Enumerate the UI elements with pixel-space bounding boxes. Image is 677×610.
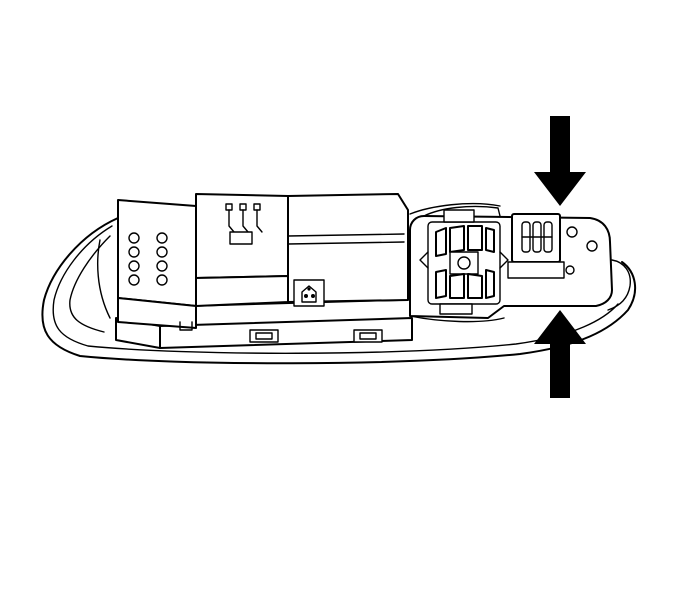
wire-leads bbox=[225, 203, 263, 245]
lock-switch-contacts bbox=[507, 213, 598, 279]
release-tab-arrow-top bbox=[534, 116, 586, 206]
indicator-holes bbox=[128, 232, 168, 286]
connector-socket bbox=[293, 279, 325, 307]
release-tab-arrow-bottom bbox=[534, 310, 586, 398]
mounting-tabs bbox=[249, 329, 383, 343]
window-switch-contacts bbox=[419, 209, 509, 315]
switch-module-housing bbox=[115, 193, 413, 349]
